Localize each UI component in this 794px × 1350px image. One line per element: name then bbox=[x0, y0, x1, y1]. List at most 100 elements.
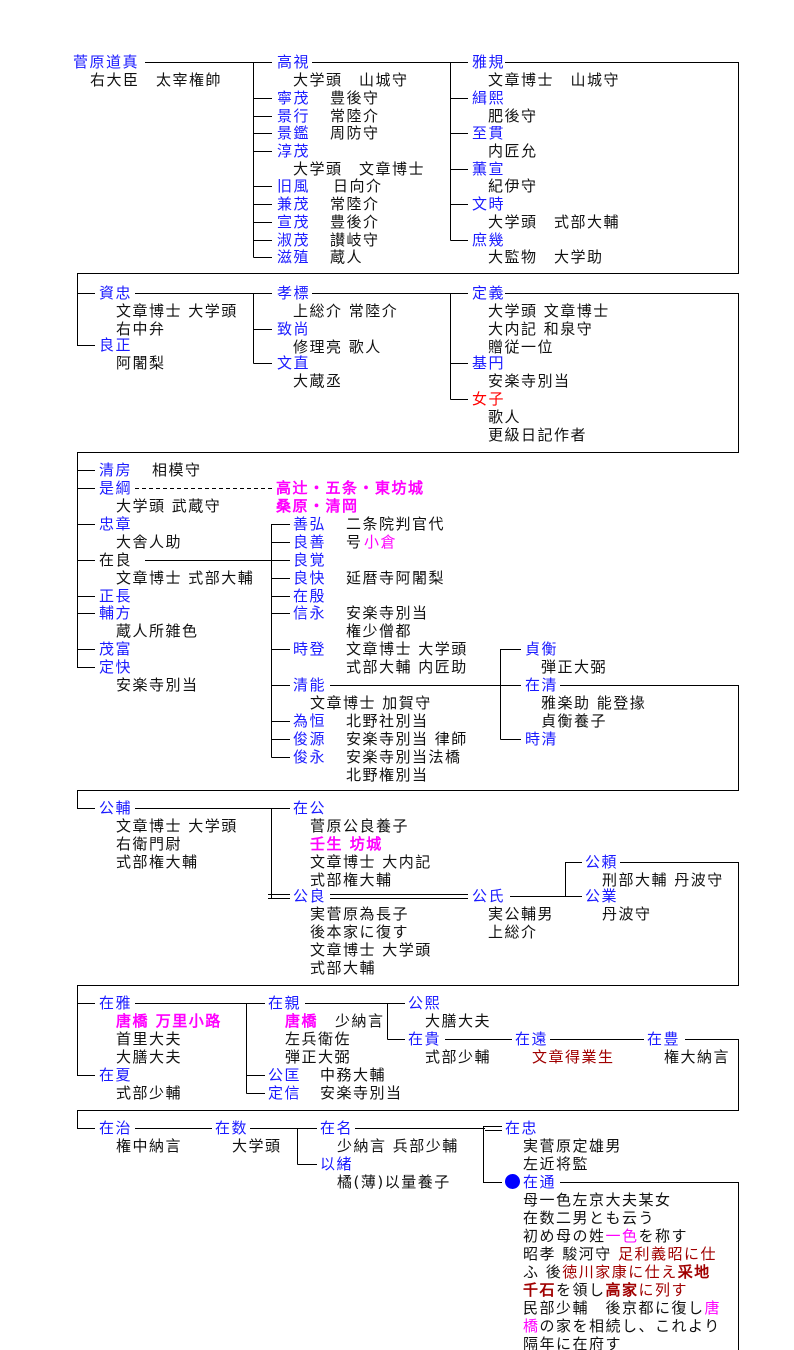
biography-segment: 在数二男とも云う bbox=[523, 1209, 656, 1227]
person-name-link[interactable]: 俊源 bbox=[293, 730, 327, 748]
person-note: 橘(薄)以量養子 bbox=[337, 1173, 451, 1191]
biography-segment: 徳川家康に仕え bbox=[562, 1263, 678, 1281]
person-note: 安楽寺別当法橋 bbox=[346, 748, 462, 766]
person-name-link[interactable]: 基円 bbox=[472, 354, 506, 372]
person-name-link[interactable]: 庶幾 bbox=[472, 231, 506, 249]
person-name-link[interactable]: 公匡 bbox=[268, 1066, 302, 1084]
person-note: 大膳大夫 bbox=[425, 1012, 492, 1030]
person-name-link[interactable]: 在良 bbox=[99, 551, 133, 569]
person-name-link[interactable]: 淑茂 bbox=[277, 231, 311, 249]
person-name-link[interactable]: 高視 bbox=[277, 53, 311, 71]
person-name-link[interactable]: 孝標 bbox=[277, 284, 311, 302]
person-name-link[interactable]: 清房 bbox=[99, 461, 133, 479]
person-name-link[interactable]: 淳茂 bbox=[277, 142, 311, 160]
person-name-link[interactable]: 在公 bbox=[293, 799, 327, 817]
person-name-link[interactable]: 寧茂 bbox=[277, 89, 311, 107]
person-name-link[interactable]: 景鑑 bbox=[277, 124, 311, 142]
person-note: 弾正大弼 bbox=[541, 658, 608, 676]
person-name-link[interactable]: 清能 bbox=[293, 676, 327, 694]
person-name-link[interactable]: 忠章 bbox=[99, 515, 133, 533]
person-name-link[interactable]: 雅規 bbox=[472, 53, 506, 71]
person-note: 更級日記作者 bbox=[488, 426, 588, 444]
person-name-link[interactable]: 在夏 bbox=[99, 1066, 133, 1084]
person-name-link[interactable]: 文直 bbox=[277, 354, 311, 372]
person-note: 雅楽助 能登掾 bbox=[541, 694, 647, 712]
person-note: 安楽寺別当 bbox=[116, 676, 199, 694]
person-note: 実公輔男 bbox=[488, 905, 555, 923]
person-name-link[interactable]: 在遠 bbox=[515, 1030, 549, 1048]
person-name-link[interactable]: 薫宣 bbox=[472, 160, 506, 178]
biography-segment: 初め母の姓 bbox=[523, 1227, 606, 1245]
person-note: 式部大輔 内匠助 bbox=[346, 658, 468, 676]
person-note: 安楽寺別当 bbox=[346, 604, 429, 622]
person-name-link[interactable]: 貞衡 bbox=[525, 640, 559, 658]
person-name-link[interactable]: 緝熙 bbox=[472, 89, 506, 107]
person-name-link[interactable]: 在名 bbox=[320, 1119, 354, 1137]
person-name-link[interactable]: 宣茂 bbox=[277, 213, 311, 231]
person-note: 弾正大弼 bbox=[285, 1048, 352, 1066]
person-name-link[interactable]: 良快 bbox=[293, 569, 327, 587]
person-name-link[interactable]: 在清 bbox=[525, 676, 559, 694]
biography-line: 在数二男とも云う bbox=[523, 1208, 655, 1228]
person-note: 肥後守 bbox=[488, 107, 538, 125]
person-name-link[interactable]: 定義 bbox=[472, 284, 506, 302]
person-name-link[interactable]: 良正 bbox=[99, 336, 133, 354]
person-name-link[interactable]: 在数 bbox=[215, 1119, 249, 1137]
person-name-link[interactable]: 公良 bbox=[293, 887, 327, 905]
person-note: 首里大夫 bbox=[116, 1030, 183, 1048]
person-name-link[interactable]: 文時 bbox=[472, 195, 506, 213]
person-name-link[interactable]: 公氏 bbox=[472, 887, 506, 905]
person-note: 阿闍梨 bbox=[116, 354, 166, 372]
person-name-link[interactable]: 女子 bbox=[472, 390, 506, 408]
person-name-link[interactable]: 在貴 bbox=[408, 1030, 442, 1048]
person-name-link[interactable]: 公頼 bbox=[585, 853, 619, 871]
person-name-link[interactable]: 兼茂 bbox=[277, 195, 311, 213]
person-name-link[interactable]: 定信 bbox=[268, 1084, 302, 1102]
person-name-link[interactable]: 在雅 bbox=[99, 994, 133, 1012]
person-name-link[interactable]: 在忠 bbox=[505, 1119, 539, 1137]
person-note: 左近将監 bbox=[523, 1155, 590, 1173]
person-name-link[interactable]: 資忠 bbox=[99, 284, 133, 302]
person-name-link[interactable]: 時清 bbox=[525, 730, 559, 748]
person-note: 少納言 兵部少輔 bbox=[337, 1137, 459, 1155]
person-name-link[interactable]: 景行 bbox=[277, 107, 311, 125]
person-note: 大監物 大学助 bbox=[488, 248, 604, 266]
person-name-link[interactable]: 以緒 bbox=[320, 1155, 354, 1173]
person-name-link[interactable]: 在殷 bbox=[293, 587, 327, 605]
person-name-link[interactable]: 為恒 bbox=[293, 712, 327, 730]
person-name-link[interactable]: 公熙 bbox=[408, 994, 442, 1012]
person-name-link[interactable]: 是綱 bbox=[99, 479, 133, 497]
biography-segment: 千石 bbox=[523, 1281, 557, 1299]
person-name-link[interactable]: 在治 bbox=[99, 1119, 133, 1137]
person-name-link[interactable]: 正長 bbox=[99, 587, 133, 605]
person-name-link[interactable]: 在通 bbox=[523, 1173, 557, 1191]
person-name-link[interactable]: 時登 bbox=[293, 640, 327, 658]
person-name-link[interactable]: 公業 bbox=[585, 887, 619, 905]
house-name-label: 唐橋 万里小路 bbox=[116, 1012, 222, 1030]
person-name-link[interactable]: 旧風 bbox=[277, 177, 311, 195]
biography-line: 民部少輔 後京都に復し唐 bbox=[523, 1298, 721, 1318]
person-name-link[interactable]: 良善 bbox=[293, 533, 327, 551]
person-name-link[interactable]: 致尚 bbox=[277, 320, 311, 338]
person-name-link[interactable]: 輔方 bbox=[99, 604, 133, 622]
person-name-link[interactable]: 在豊 bbox=[647, 1030, 681, 1048]
person-note: 式部大輔 bbox=[310, 959, 377, 977]
person-name-link[interactable]: 在親 bbox=[268, 994, 302, 1012]
person-note: 文章博士 山城守 bbox=[488, 71, 621, 89]
person-name-link[interactable]: 茂富 bbox=[99, 640, 133, 658]
person-note: 蔵人所雑色 bbox=[116, 622, 199, 640]
biography-segment: ふ 後 bbox=[523, 1263, 563, 1281]
person-name-link[interactable]: 滋殖 bbox=[277, 248, 311, 266]
generation-wrap-line bbox=[77, 862, 739, 1076]
person-note: 延暦寺阿闍梨 bbox=[346, 569, 446, 587]
person-name-link[interactable]: 菅原道真 bbox=[73, 53, 140, 71]
person-name-link[interactable]: 定快 bbox=[99, 658, 133, 676]
person-name-link[interactable]: 俊永 bbox=[293, 748, 327, 766]
person-name-link[interactable]: 良覚 bbox=[293, 551, 327, 569]
person-name-link[interactable]: 公輔 bbox=[99, 799, 133, 817]
person-note: 文章博士 大学頭 bbox=[116, 817, 238, 835]
biography-segment: 足利義昭に仕 bbox=[618, 1245, 718, 1263]
person-name-link[interactable]: 至貫 bbox=[472, 124, 506, 142]
person-name-link[interactable]: 善弘 bbox=[293, 515, 327, 533]
person-name-link[interactable]: 信永 bbox=[293, 604, 327, 622]
